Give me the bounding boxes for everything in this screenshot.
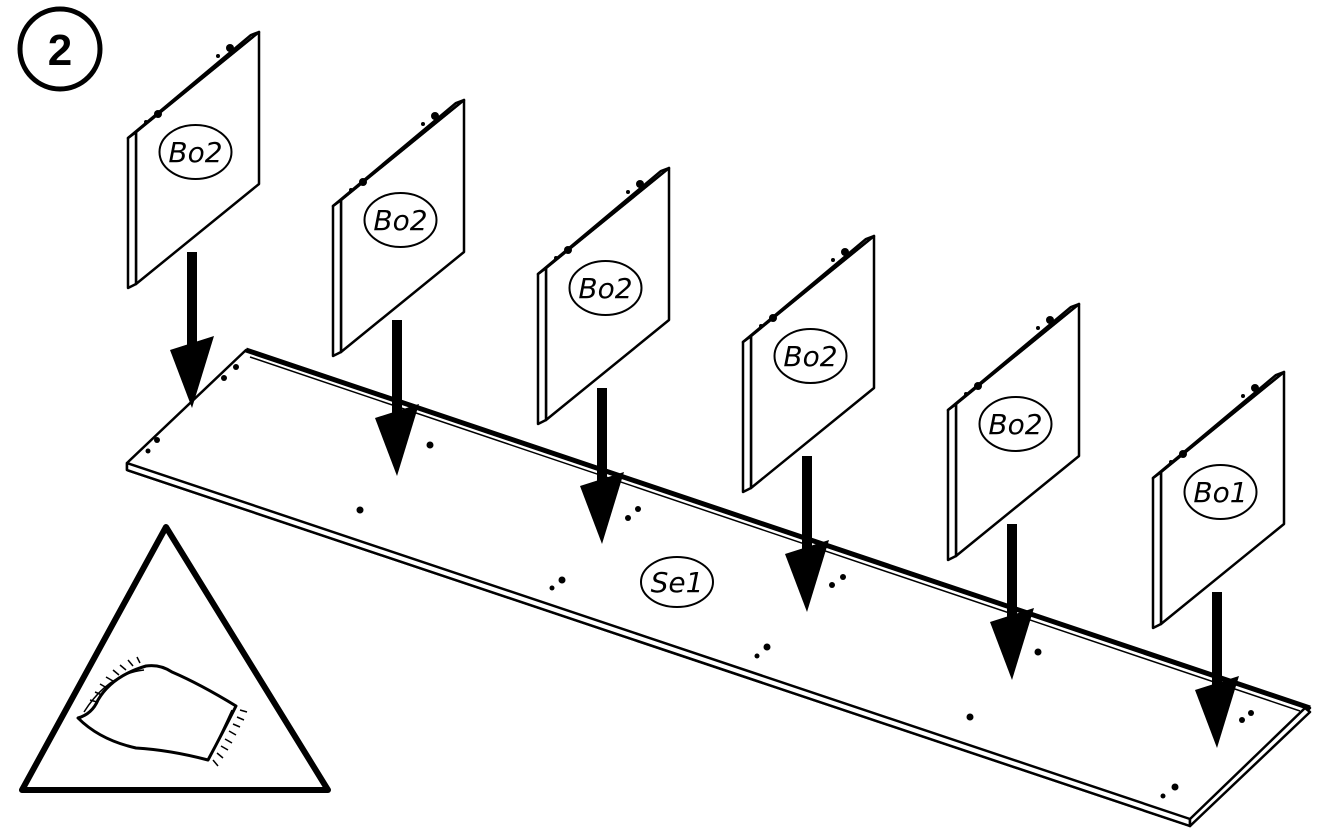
upright-dowel-holes bbox=[964, 316, 1054, 396]
svg-text:Se1: Se1 bbox=[651, 566, 704, 599]
upright-panel-1: Bo2 bbox=[126, 30, 261, 290]
upright-dowel-holes bbox=[554, 180, 644, 260]
base-label-se1: Se1 bbox=[640, 556, 714, 608]
svg-text:Bo2: Bo2 bbox=[373, 204, 427, 237]
upright-label-4: Bo2 bbox=[773, 328, 848, 384]
upright-panel-4: Bo2 bbox=[741, 234, 876, 494]
upright-label-3: Bo2 bbox=[568, 260, 643, 316]
svg-text:Bo1: Bo1 bbox=[1193, 476, 1247, 509]
upright-edge-face bbox=[126, 130, 138, 290]
step-number: 2 bbox=[48, 26, 72, 75]
insert-arrow-1 bbox=[170, 252, 214, 408]
upright-dowel-holes bbox=[349, 112, 439, 192]
insert-arrow-3 bbox=[580, 388, 624, 544]
svg-text:Bo2: Bo2 bbox=[168, 136, 222, 169]
warning-soft-surface bbox=[19, 524, 331, 793]
upright-edge-face bbox=[741, 334, 753, 494]
insert-arrows-group bbox=[170, 252, 1239, 748]
base-dowel-holes bbox=[145, 364, 1254, 799]
insert-arrow-2 bbox=[375, 320, 419, 476]
upright-panel-5: Bo2 bbox=[946, 302, 1081, 562]
upright-edge-face bbox=[1151, 470, 1163, 630]
upright-edge-face bbox=[331, 198, 343, 358]
insert-arrow-4 bbox=[785, 456, 829, 612]
base-panel-se1: Se1 bbox=[125, 347, 1312, 828]
upright-edge-face bbox=[536, 266, 548, 426]
upright-dowel-holes bbox=[144, 44, 234, 124]
insert-arrow-5 bbox=[990, 524, 1034, 680]
upright-dowel-holes bbox=[1169, 384, 1259, 464]
upright-panel-2: Bo2 bbox=[331, 98, 466, 358]
upright-label-5: Bo2 bbox=[978, 396, 1053, 452]
svg-text:Bo2: Bo2 bbox=[578, 272, 632, 305]
upright-panel-3: Bo2 bbox=[536, 166, 671, 426]
svg-text:Bo2: Bo2 bbox=[783, 340, 837, 373]
upright-edge-face bbox=[946, 402, 958, 562]
upright-dowel-holes bbox=[759, 248, 849, 328]
soft-cloth-surface-icon bbox=[76, 656, 248, 767]
upright-label-6: Bo1 bbox=[1183, 464, 1258, 520]
upright-label-2: Bo2 bbox=[363, 192, 438, 248]
step-badge: 2 bbox=[17, 6, 103, 92]
svg-text:Bo2: Bo2 bbox=[988, 408, 1042, 441]
upright-label-1: Bo2 bbox=[158, 124, 233, 180]
upright-panel-6: Bo1 bbox=[1151, 370, 1286, 630]
insert-arrow-6 bbox=[1195, 592, 1239, 748]
